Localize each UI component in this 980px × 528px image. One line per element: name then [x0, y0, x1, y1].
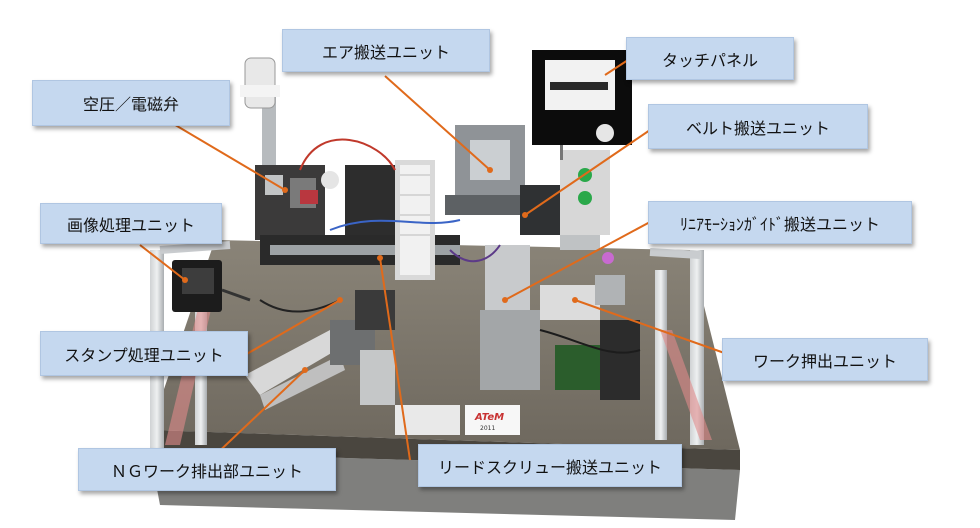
label-linear-motion-guide: ﾘﾆｱﾓｰｼｮﾝｶﾞｲﾄﾞ搬送ユニット: [648, 201, 912, 244]
touch-panel-device: [532, 50, 632, 160]
label-ng-work-discharge: ＮＧワーク排出部ユニット: [78, 448, 336, 491]
valve-module: [255, 165, 339, 240]
label-lead-screw-transport: リードスクリュー搬送ユニット: [418, 444, 682, 487]
brand-year: 2011: [480, 425, 495, 432]
label-pneumatic-valve: 空圧／電磁弁: [32, 80, 230, 126]
label-stamp-processing: スタンプ処理ユニット: [40, 331, 248, 376]
label-image-processing: 画像処理ユニット: [40, 203, 222, 244]
label-belt-transport: ベルト搬送ユニット: [648, 104, 868, 149]
label-touch-panel: タッチパネル: [626, 37, 794, 80]
label-work-push: ワーク押出ユニット: [722, 338, 928, 381]
brand-mark: ATeM: [474, 412, 504, 423]
label-air-transport: エア搬送ユニット: [282, 29, 490, 72]
front-label-plate: ATeM 2011: [395, 405, 520, 435]
air-transport-unit: [445, 125, 525, 215]
